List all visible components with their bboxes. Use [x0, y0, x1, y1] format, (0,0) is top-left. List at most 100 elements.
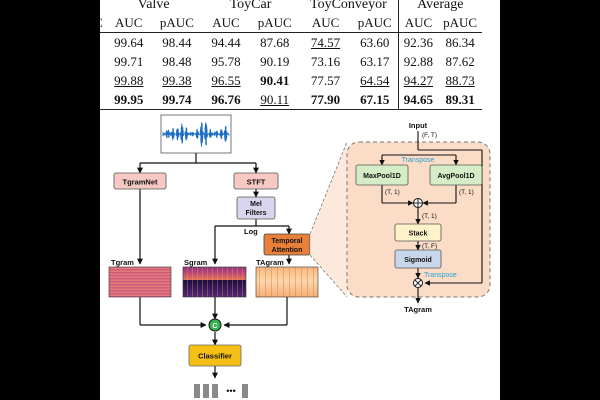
- table-cell: 88.73: [445, 72, 475, 88]
- table-cell: 92.88: [397, 52, 439, 71]
- temporal-attention-block: Temporal Attention: [263, 233, 311, 256]
- table-cell: 99.88: [114, 72, 144, 88]
- output-vector: •••: [194, 384, 248, 398]
- tagram-label: TAgram: [256, 258, 284, 267]
- avgpool-shape: (T, 1): [459, 189, 474, 196]
- col-header: AUC: [397, 14, 439, 33]
- col-header: AUC: [299, 14, 352, 33]
- classifier-block: Classifier: [188, 344, 242, 367]
- col-header: pAUC: [351, 14, 399, 33]
- tgram-spectrogram: [108, 266, 172, 298]
- maxpool-label: MaxPool1D: [363, 173, 401, 180]
- transpose-bottom-label: Transpose: [424, 272, 457, 279]
- log-label: Log: [244, 227, 258, 236]
- output-cell: [242, 384, 248, 398]
- table-cell: 77.57: [310, 72, 341, 88]
- output-ellipsis: •••: [226, 386, 235, 396]
- detail-input-shape: (F, T): [422, 132, 437, 139]
- detail-output-label: TAgram: [404, 305, 432, 314]
- temporal-attention-label-1: Temporal: [272, 238, 303, 245]
- temporal-attention-label-2: Attention: [272, 247, 303, 254]
- transpose-top-label: Transpose: [402, 157, 435, 164]
- stack-block: [394, 223, 442, 242]
- table-cell: 89.31: [438, 90, 482, 110]
- table-cell: 73.16: [310, 53, 341, 69]
- table-row: 44 99.88 99.38 96.55 90.41 77.57 64.54 9…: [100, 71, 482, 90]
- tgram-label: Tgram: [111, 258, 134, 267]
- table-group-header-row: Valve ToyCar ToyConveyor Average: [100, 0, 482, 14]
- table-cell: 67.15: [351, 90, 399, 110]
- col-header: pAUC: [152, 14, 202, 33]
- table-cell: 94.65: [397, 90, 439, 110]
- table-row: 81 99.71 98.48 95.78 90.19 73.16 63.17 9…: [100, 52, 482, 71]
- table-cell: 64.54: [360, 72, 390, 88]
- sigmoid-block: [394, 249, 442, 269]
- waveform-image: [160, 114, 232, 154]
- stack-shape: (T, F): [422, 243, 437, 250]
- table-cell: 96.76: [201, 90, 251, 110]
- multiply-node: [413, 278, 423, 288]
- sgram-label: Sgram: [184, 258, 208, 267]
- results-table: Valve ToyCar ToyConveyor Average UC AUC …: [100, 0, 482, 110]
- table-cell: 99.64: [114, 34, 144, 50]
- left-black-border: [0, 0, 100, 400]
- col-header: pAUC: [438, 14, 482, 33]
- table-cell: 99.71: [114, 53, 144, 69]
- col-header: pAUC: [250, 14, 300, 33]
- table-cell: 44: [100, 71, 105, 90]
- mel-filters-block: Mel Filters: [236, 196, 276, 220]
- group-average: Average: [397, 0, 482, 14]
- table-row: 61 99.64 98.44 94.44 87.68 74.57 63.60 9…: [100, 32, 482, 53]
- col-header: AUC: [105, 14, 153, 33]
- output-cell: [203, 384, 209, 398]
- table-cell: 92.36: [397, 32, 439, 52]
- group-toyconveyor: ToyConveyor: [310, 0, 387, 12]
- temporal-attention-detail-panel: Input (F, T) Transpose: [346, 121, 491, 314]
- table-cell: 95.78: [211, 53, 241, 69]
- concat-symbol: C: [212, 321, 218, 330]
- table-cell: 90.41: [260, 72, 290, 88]
- table-cell: 63.17: [360, 53, 390, 69]
- stack-label: Stack: [409, 231, 428, 238]
- table-cell: 50: [100, 90, 106, 110]
- pipeline-connectors: [137, 153, 292, 379]
- table-cell: 99.74: [152, 90, 202, 110]
- stft-label: STFT: [247, 178, 266, 187]
- mel-filters-label-2: Filters: [245, 210, 266, 217]
- table-cell: 63.60: [360, 34, 390, 50]
- table-cell: 61: [100, 33, 105, 53]
- table-cell: 99.38: [162, 72, 192, 88]
- group-valve: Valve: [137, 0, 170, 12]
- col-header: UC: [100, 14, 106, 33]
- right-black-border: [500, 0, 600, 400]
- group-toycar: ToyCar: [229, 0, 272, 12]
- table-row: 50 99.95 99.74 96.76 90.11 77.90 67.15 9…: [100, 90, 482, 110]
- col-header: AUC: [201, 14, 251, 33]
- figure-content: Valve ToyCar ToyConveyor Average UC AUC …: [100, 0, 500, 400]
- sigmoid-label: Sigmoid: [404, 257, 432, 264]
- stft-block: STFT: [233, 172, 279, 190]
- table-sub-header-row: UC AUC pAUC AUC pAUC AUC pAUC AUC pAUC: [100, 14, 482, 33]
- table-cell: 90.11: [250, 90, 300, 110]
- zoom-projection: [309, 141, 348, 298]
- table-cell: 90.19: [260, 53, 290, 69]
- maxpool-block: [355, 164, 409, 186]
- detail-input-label: Input: [409, 121, 428, 130]
- table-cell: 81: [100, 52, 105, 71]
- table-cell: 98.48: [162, 53, 192, 69]
- avgpool-block: [429, 164, 483, 186]
- avgpool-label: AvgPool1D: [437, 173, 474, 180]
- sum-shape: (T, 1): [422, 213, 437, 220]
- table-cell: 87.68: [260, 34, 290, 50]
- table-cell: 74.57: [310, 34, 341, 50]
- table-cell: 86.34: [445, 34, 475, 50]
- maxpool-shape: (T, 1): [385, 189, 400, 196]
- table-cell: 77.90: [299, 90, 352, 110]
- tagram-spectrogram: [255, 266, 319, 298]
- table-cell: 99.95: [105, 90, 153, 110]
- table-cell: 87.62: [445, 53, 475, 69]
- classifier-label: Classifier: [198, 352, 232, 361]
- table-cell: 96.55: [211, 72, 241, 88]
- sgram-spectrogram: [182, 266, 247, 298]
- output-cell: [194, 384, 200, 398]
